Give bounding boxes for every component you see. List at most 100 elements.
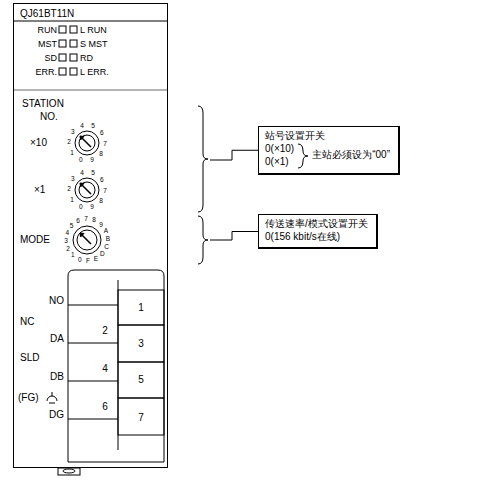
- terminal-number: 2: [102, 326, 108, 336]
- terminal-screw-box: [118, 362, 164, 398]
- dial-digit: 5: [70, 223, 74, 230]
- small-bracket: [297, 143, 309, 169]
- dial-digit: 7: [103, 187, 107, 194]
- led-label: L RUN: [80, 26, 107, 35]
- signal-name: (FG): [18, 393, 39, 403]
- led-square: [59, 40, 66, 47]
- dial-digit: 5: [91, 170, 95, 177]
- text-column: 0(×10)0(×1): [265, 143, 294, 168]
- led-square: [59, 26, 66, 33]
- signal-name: DB: [50, 372, 64, 382]
- callout-text: 主站必须设为“00”: [312, 149, 390, 162]
- bracket: [198, 216, 208, 264]
- dial-digit: 4: [65, 230, 69, 237]
- dial-digit: 1: [70, 197, 74, 204]
- led-square: [59, 54, 66, 61]
- led-label: RD: [80, 54, 93, 63]
- rotary-switch: [73, 226, 101, 254]
- switch-pointer: [82, 235, 91, 244]
- switch-arrow: [80, 183, 84, 187]
- terminal-divider: [118, 280, 119, 450]
- leader-line: [210, 232, 258, 241]
- led-label: MST: [38, 40, 57, 49]
- dial-digit: 6: [100, 130, 104, 137]
- switch-label: ×1: [34, 185, 45, 195]
- dial-digit: A: [104, 228, 108, 235]
- terminal-screw-box: [118, 325, 164, 362]
- switch-label: MODE: [20, 235, 50, 245]
- terminal-number: 6: [102, 402, 108, 412]
- dial-digit: 4: [80, 169, 84, 176]
- switch-pointer: [82, 185, 91, 194]
- dial-digit: 6: [76, 218, 80, 225]
- switch-arrow: [80, 136, 84, 140]
- dial-digit: 0: [79, 204, 83, 211]
- callout-heading: 传送速率/模式设置开关: [265, 218, 368, 231]
- dial-digit: B: [106, 236, 110, 243]
- panel-line: [13, 90, 168, 91]
- led-square: [70, 54, 77, 61]
- led-square: [70, 40, 77, 47]
- led-square: [59, 68, 66, 75]
- dial-digit: 6: [100, 177, 104, 184]
- led-label: SD: [44, 54, 57, 63]
- rotary-knob: [79, 182, 95, 198]
- leader-line: [210, 150, 258, 160]
- dial-digit: 0: [78, 256, 82, 263]
- terminal-screw-box: [118, 290, 164, 325]
- dial-digit: 7: [103, 140, 107, 147]
- dial-digit: 8: [92, 217, 96, 224]
- led-square: [70, 26, 77, 33]
- terminal-line: [68, 343, 118, 344]
- dial-digit: 4: [80, 122, 84, 129]
- terminal-line: [68, 381, 118, 382]
- bottom-tab: [58, 468, 80, 475]
- dial-digit: 7: [84, 216, 88, 223]
- terminal-number: 7: [138, 413, 144, 423]
- callout-text: 0(156 kbit/s在线): [265, 231, 340, 244]
- signal-name: SLD: [20, 353, 39, 363]
- callout-text: 0(×10): [265, 143, 294, 156]
- led-label: RUN: [38, 26, 58, 35]
- text-row: QJ61BT11N: [20, 8, 161, 21]
- led-label: L ERR.: [80, 68, 109, 77]
- terminal-line: [68, 419, 118, 420]
- terminal-block: [68, 270, 164, 462]
- terminal-number: 3: [138, 339, 144, 349]
- dial-digit: 3: [71, 176, 75, 183]
- terminal-number: 1: [138, 303, 144, 313]
- bracket-stroke: [298, 144, 308, 168]
- dial-digit: 2: [66, 246, 70, 253]
- text-row: 站号设置开关: [265, 130, 390, 143]
- rotary-switch: [75, 178, 99, 202]
- bottom-tab-hole: [63, 469, 75, 473]
- dial-digit: 1: [71, 252, 75, 259]
- dial-digit: 9: [99, 221, 103, 228]
- dial-digit: 2: [67, 186, 71, 193]
- dial-digit: 9: [90, 157, 94, 164]
- callout-box: 站号设置开关0(×10)0(×1) 主站必须设为“00”: [258, 126, 400, 175]
- callout-heading: 站号设置开关: [265, 130, 325, 143]
- module-name: QJ61BT11N: [20, 8, 74, 21]
- dial-digit: 3: [71, 129, 75, 136]
- dial-digit: 8: [99, 198, 103, 205]
- switch-label: ×10: [30, 138, 47, 148]
- switch-arrow: [80, 233, 84, 237]
- terminal-line: [68, 305, 118, 306]
- signal-name: DG: [49, 410, 64, 420]
- dial-digit: D: [100, 251, 105, 258]
- module-drawing: [13, 21, 208, 475]
- dial-digit: C: [104, 244, 109, 251]
- dial-digit: 2: [67, 139, 71, 146]
- terminal-screw-box: [118, 398, 164, 435]
- led-label: ERR.: [35, 68, 57, 77]
- rotary-knob: [79, 135, 95, 151]
- bracket: [198, 106, 208, 212]
- led-label: S MST: [80, 40, 108, 49]
- rotary-switch: [75, 131, 99, 155]
- terminal-number: 4: [102, 364, 108, 374]
- signal-name: NC: [20, 317, 34, 327]
- switch-pointer: [82, 138, 91, 147]
